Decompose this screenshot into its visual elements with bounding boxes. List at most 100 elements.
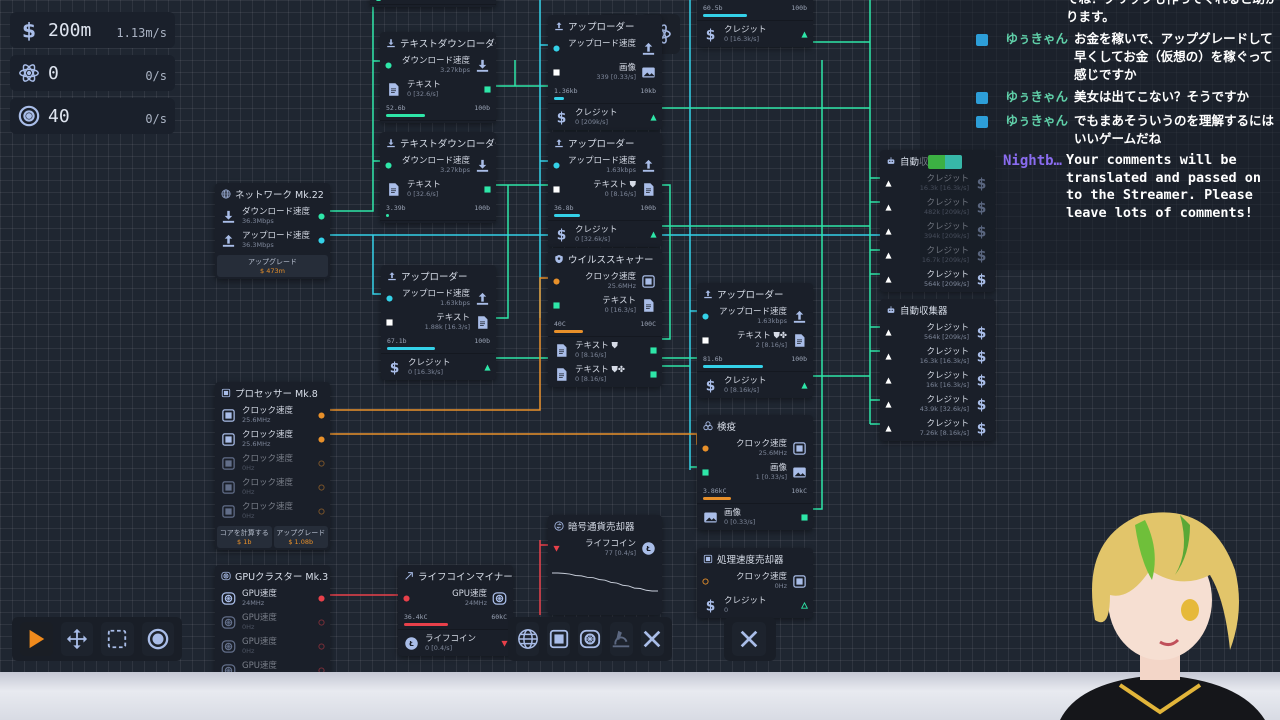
output-port[interactable]: [800, 601, 809, 609]
input-port[interactable]: [386, 319, 393, 326]
target-tool-button[interactable]: [141, 622, 174, 656]
node-header[interactable]: アップローダー: [548, 132, 662, 154]
node-header[interactable]: ウイルススキャナー: [548, 248, 662, 270]
node-p1[interactable]: 579b10kb: [370, 0, 496, 7]
guide-button[interactable]: [1234, 104, 1260, 130]
input-port[interactable]: [386, 295, 393, 302]
output-port[interactable]: [318, 436, 325, 443]
output-port[interactable]: [318, 643, 325, 650]
node-header[interactable]: ネットワーク Mk.22: [215, 183, 330, 205]
node-header[interactable]: 検疫: [697, 415, 813, 437]
select-tool-button[interactable]: [20, 622, 53, 656]
input-port[interactable]: [553, 302, 560, 309]
input-port[interactable]: [885, 329, 892, 336]
input-port[interactable]: [553, 45, 560, 52]
input-port[interactable]: [702, 313, 709, 320]
network-button[interactable]: [516, 622, 540, 656]
node-header[interactable]: 処理速度売却器: [697, 548, 813, 570]
input-port[interactable]: [553, 545, 560, 552]
output-port[interactable]: [318, 508, 325, 515]
output-port[interactable]: [318, 619, 325, 626]
output-port[interactable]: [501, 640, 508, 647]
prestige-button[interactable]: [1234, 146, 1260, 172]
gpu-button[interactable]: [578, 622, 602, 656]
input-port[interactable]: [885, 377, 892, 384]
input-port[interactable]: [885, 252, 892, 259]
edit-button[interactable]: [732, 622, 766, 656]
research-button[interactable]: [609, 622, 633, 656]
input-port[interactable]: [702, 337, 709, 344]
node-header[interactable]: プロセッサー Mk.8: [215, 382, 330, 404]
processor-button[interactable]: [547, 622, 571, 656]
input-port[interactable]: [885, 401, 892, 408]
output-port[interactable]: [318, 213, 325, 220]
input-port[interactable]: [885, 353, 892, 360]
output-port[interactable]: [801, 382, 808, 389]
node-header[interactable]: 自動収集器: [880, 299, 995, 321]
output-port[interactable]: [801, 31, 808, 38]
node-header[interactable]: ライフコインマイナー: [398, 565, 513, 587]
input-port[interactable]: [385, 62, 392, 69]
output-port[interactable]: [650, 371, 657, 378]
output-port[interactable]: [318, 412, 325, 419]
output-port[interactable]: [650, 114, 657, 121]
node-header[interactable]: アップローダー: [548, 15, 662, 37]
input-port[interactable]: [885, 180, 892, 187]
node-action-button[interactable]: コアを計算する$ 1b: [217, 526, 272, 548]
input-port[interactable]: [702, 445, 709, 452]
input-port[interactable]: [885, 228, 892, 235]
port-value: 25.6MHz: [242, 415, 271, 424]
settings-button[interactable]: [1234, 20, 1260, 46]
input-port[interactable]: [885, 204, 892, 211]
output-port[interactable]: [318, 237, 325, 244]
input-port[interactable]: [885, 276, 892, 283]
output-port[interactable]: [801, 514, 808, 521]
move-tool-button[interactable]: [60, 622, 93, 656]
input-port[interactable]: [385, 162, 392, 169]
node-header[interactable]: GPUクラスター Mk.3: [215, 565, 330, 587]
node-action-button[interactable]: アップグレード$ 1.08b: [273, 526, 328, 548]
output-port[interactable]: [484, 86, 491, 93]
node-header[interactable]: アップローダー: [697, 283, 813, 305]
input-port[interactable]: [403, 595, 410, 602]
output-port[interactable]: [650, 231, 657, 238]
input-port[interactable]: [553, 278, 560, 285]
input-port[interactable]: [553, 69, 560, 76]
node-header[interactable]: 暗号通貨売却器: [548, 515, 662, 537]
input-port[interactable]: [885, 425, 892, 432]
output-port[interactable]: [318, 484, 325, 491]
output-port[interactable]: [484, 186, 491, 193]
tools-button[interactable]: [640, 622, 665, 656]
node-header[interactable]: テキストダウンローダー: [380, 32, 496, 54]
input-port[interactable]: [702, 578, 709, 585]
input-port[interactable]: [553, 162, 560, 169]
output-port[interactable]: [318, 595, 325, 602]
node-action-button[interactable]: アップグレード$ 473m: [217, 255, 328, 277]
input-port[interactable]: [702, 469, 709, 476]
node-header[interactable]: アップローダー: [381, 265, 496, 287]
box-select-tool-button[interactable]: [101, 622, 134, 656]
input-port[interactable]: [553, 186, 560, 193]
output-port[interactable]: [650, 347, 657, 354]
output-port[interactable]: [318, 460, 325, 467]
achievements-button[interactable]: [1234, 62, 1260, 88]
node-header[interactable]: テキストダウンローダー: [380, 132, 496, 154]
output-port[interactable]: [484, 364, 491, 371]
